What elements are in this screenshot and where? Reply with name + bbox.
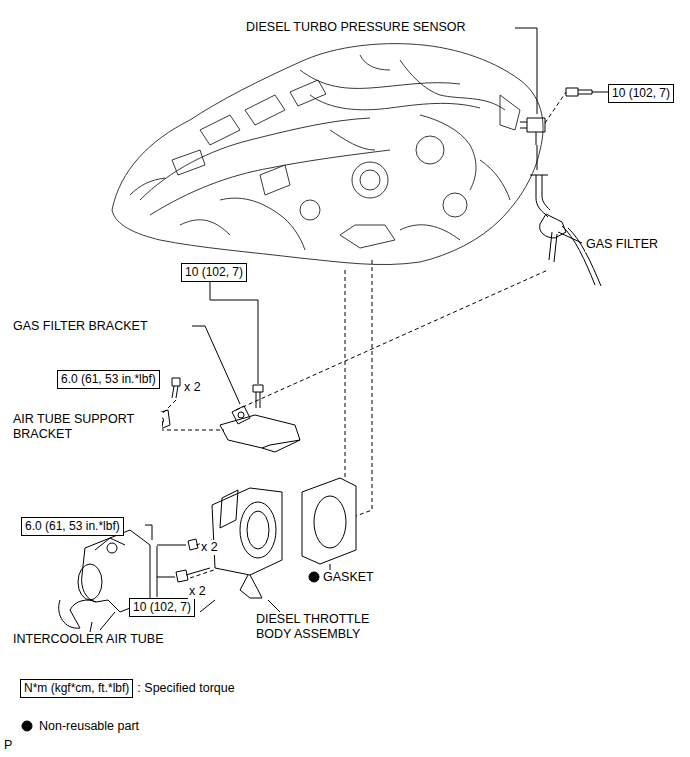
leader-line bbox=[210, 282, 258, 384]
leader-line bbox=[592, 92, 608, 93]
leader-line bbox=[558, 232, 582, 243]
torque-box: 10 (102, 7) bbox=[129, 598, 195, 617]
torque-value: 10 (102, 7) bbox=[185, 265, 243, 279]
assembly-line bbox=[356, 260, 372, 516]
part-label: GAS FILTER BRACKET bbox=[12, 319, 149, 334]
leader-line bbox=[162, 421, 163, 427]
legend-text: Non-reusable part bbox=[38, 719, 140, 734]
engine-sketch bbox=[112, 44, 543, 265]
part-label: INTERCOOLER AIR TUBE bbox=[12, 632, 165, 647]
torque-box: 10 (102, 7) bbox=[608, 84, 674, 103]
non-reusable-mark bbox=[22, 721, 32, 731]
quantity-label: P bbox=[3, 738, 13, 753]
bolt bbox=[253, 385, 263, 408]
assembly-line bbox=[236, 270, 548, 410]
torque-box: 6.0 (61, 53 in.*lbf) bbox=[21, 517, 124, 536]
leader-line bbox=[145, 525, 152, 540]
gasket bbox=[302, 478, 356, 564]
leader-line bbox=[268, 600, 280, 612]
legend-text: : Specified torque bbox=[136, 681, 235, 696]
leader-line bbox=[200, 600, 215, 612]
quantity-label: x 2 bbox=[188, 584, 207, 599]
throttle-body bbox=[212, 488, 282, 598]
pressure-sensor bbox=[520, 118, 545, 145]
part-label: GASKET bbox=[322, 570, 375, 585]
non-reusable-mark bbox=[309, 572, 319, 582]
bolt bbox=[566, 88, 592, 96]
assembly-line bbox=[160, 430, 224, 431]
torque-value: 6.0 (61, 53 in.*lbf) bbox=[61, 372, 156, 386]
torque-box: 10 (102, 7) bbox=[181, 263, 247, 282]
assembly-line bbox=[545, 92, 566, 123]
torque-box: 6.0 (61, 53 in.*lbf) bbox=[57, 370, 160, 389]
leader-line bbox=[515, 28, 537, 114]
quantity-label: x 2 bbox=[200, 540, 219, 555]
quantity-label: x 2 bbox=[183, 380, 202, 395]
torque-value: 6.0 (61, 53 in.*lbf) bbox=[25, 519, 120, 533]
torque-value: 10 (102, 7) bbox=[133, 600, 191, 614]
part-label: DIESEL TURBO PRESSURE SENSOR bbox=[245, 20, 467, 35]
assembly-line bbox=[162, 400, 176, 414]
gas-filter-hose bbox=[530, 175, 601, 286]
assembly-line bbox=[537, 145, 538, 170]
part-label: DIESEL THROTTLE BODY ASSEMBLY bbox=[255, 612, 407, 642]
part-label: AIR TUBE SUPPORT BRACKET bbox=[12, 412, 162, 442]
leader-line bbox=[157, 545, 186, 597]
assembly-line bbox=[345, 270, 346, 480]
leader-line bbox=[90, 622, 92, 632]
torque-value: N*m (kgf*cm, ft.*lbf) bbox=[24, 681, 129, 695]
gas-filter-bracket bbox=[220, 406, 300, 452]
torque-box: N*m (kgf*cm, ft.*lbf) bbox=[20, 679, 133, 698]
torque-value: 10 (102, 7) bbox=[612, 86, 670, 100]
part-label: GAS FILTER bbox=[585, 237, 659, 252]
